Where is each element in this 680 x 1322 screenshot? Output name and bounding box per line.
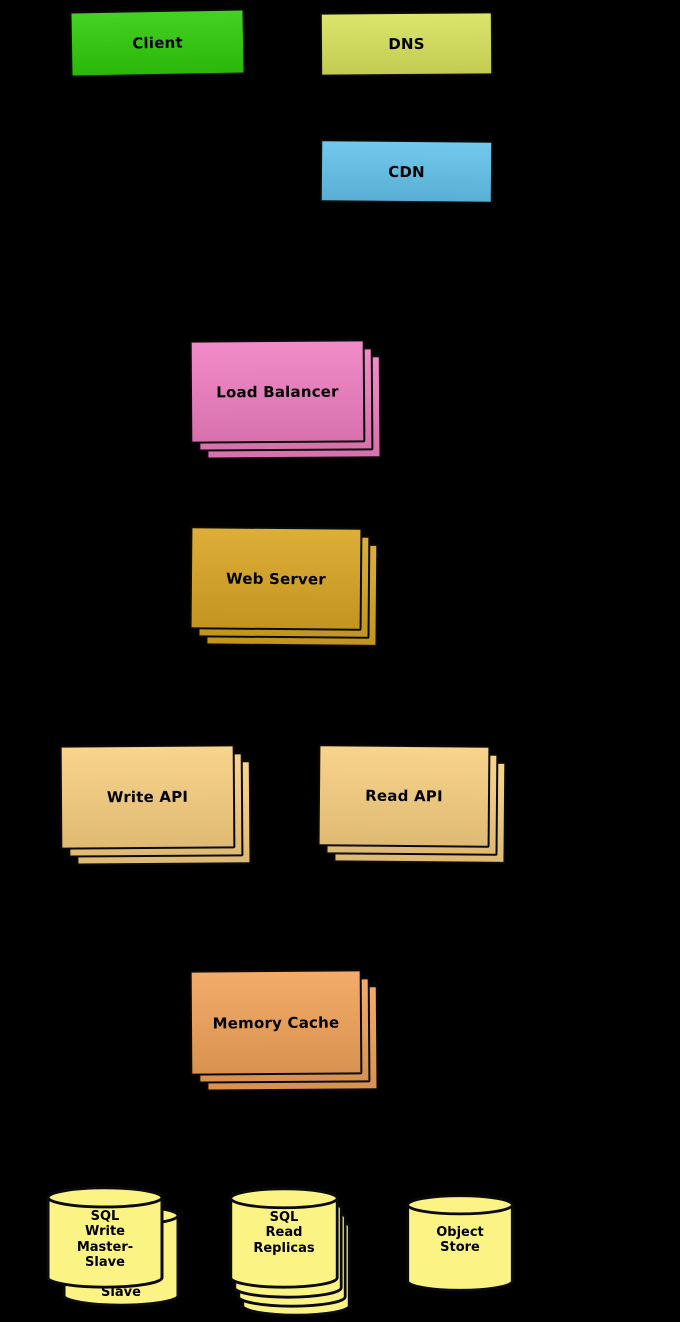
object-store-node: Object Store [405,1193,515,1293]
write-api-node: Write API [59,744,252,866]
cylinder-front: SQL Write Master- Slave [45,1185,165,1290]
cdn-node: CDN [319,139,494,204]
node-face: Load Balancer [189,339,366,444]
node-label: Web Server [225,569,327,588]
node-face: DNS [319,11,494,77]
sql-read-replicas-node: SQL Read Replicas [228,1186,351,1317]
cylinder-front: Object Store [405,1193,515,1293]
database-cylinder-icon [406,1194,514,1292]
node-label: SQL Write Master- Slave [76,1209,134,1270]
node-face: Read API [317,744,491,848]
node-label: Read API [365,786,443,806]
node-face: Client [69,8,246,78]
database-cylinder-icon [229,1187,339,1289]
database-cylinder-icon [46,1186,164,1289]
node-label: Load Balancer [216,382,339,401]
node-face: Memory Cache [189,969,363,1076]
read-api-node: Read API [317,744,507,864]
node-face: Write API [59,744,236,850]
sql-write-master-slave-node: Slave SQL Write Master- Slave [45,1185,180,1307]
node-label: Object Store [436,1225,484,1256]
node-face: CDN [319,139,494,204]
node-label: Write API [106,787,189,807]
load-balancer-node: Load Balancer [189,339,382,460]
cylinder-front: SQL Read Replicas [228,1186,340,1290]
node-label: Memory Cache [212,1013,340,1032]
node-face: Web Server [189,526,363,631]
node-label: DNS [388,34,425,54]
node-label: SQL Read Replicas [253,1210,315,1256]
node-label: CDN [388,162,425,181]
dns-node: DNS [319,11,494,77]
web-server-node: Web Server [189,526,379,647]
node-label: Client [132,33,183,53]
memory-cache-node: Memory Cache [189,969,379,1092]
client-node: Client [69,8,246,78]
